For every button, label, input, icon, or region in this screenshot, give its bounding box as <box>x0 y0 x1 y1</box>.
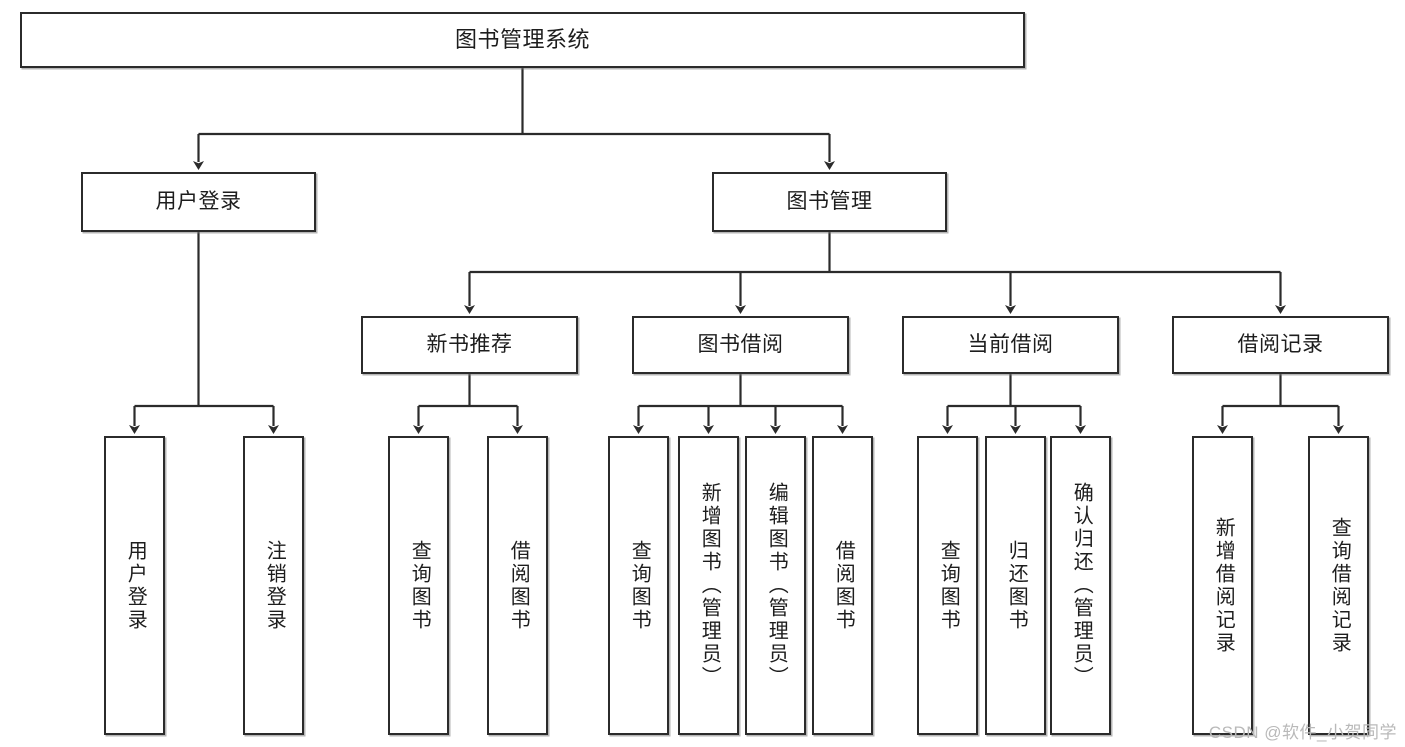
node-leaf-borrow-add[interactable]: 新增图书（管理员） <box>678 436 739 735</box>
node-label: 借阅图书 <box>507 539 530 632</box>
node-borrow-record[interactable]: 借阅记录 <box>1172 316 1389 374</box>
node-label: 查询图书 <box>937 539 960 632</box>
node-current-borrow[interactable]: 当前借阅 <box>902 316 1119 374</box>
node-leaf-cur-confirm[interactable]: 确认归还（管理员） <box>1050 436 1111 735</box>
node-label: 新增借阅记录 <box>1212 516 1235 655</box>
node-label: 用户登录 <box>124 539 147 632</box>
node-user-login[interactable]: 用户登录 <box>81 172 316 232</box>
node-label: 注销登录 <box>263 539 286 632</box>
node-label: 图书借阅 <box>697 332 784 356</box>
node-label: 新增图书（管理员） <box>698 482 721 689</box>
node-label: 借阅图书 <box>832 539 855 632</box>
node-label: 图书管理 <box>786 189 873 213</box>
node-label: 查询图书 <box>628 539 651 632</box>
node-label: 查询借阅记录 <box>1328 516 1351 655</box>
node-leaf-borrow-query[interactable]: 查询图书 <box>608 436 669 735</box>
node-leaf-rec-add[interactable]: 新增借阅记录 <box>1192 436 1253 735</box>
node-leaf-rec-borrow[interactable]: 借阅图书 <box>487 436 548 735</box>
node-book-borrow[interactable]: 图书借阅 <box>632 316 849 374</box>
node-label: 借阅记录 <box>1237 332 1324 356</box>
node-leaf-borrow-lend[interactable]: 借阅图书 <box>812 436 873 735</box>
node-leaf-cur-return[interactable]: 归还图书 <box>985 436 1046 735</box>
node-leaf-rec-query[interactable]: 查询图书 <box>388 436 449 735</box>
node-label: 确认归还（管理员） <box>1070 482 1093 689</box>
node-leaf-user-logout[interactable]: 注销登录 <box>243 436 304 735</box>
node-leaf-cur-query[interactable]: 查询图书 <box>917 436 978 735</box>
node-root[interactable]: 图书管理系统 <box>20 12 1025 68</box>
node-label: 图书管理系统 <box>454 26 590 52</box>
node-label: 编辑图书（管理员） <box>765 482 788 689</box>
node-label: 用户登录 <box>155 189 242 213</box>
node-new-book-rec[interactable]: 新书推荐 <box>361 316 578 374</box>
node-label: 新书推荐 <box>426 332 513 356</box>
node-book-manage[interactable]: 图书管理 <box>712 172 947 232</box>
node-leaf-user-login[interactable]: 用户登录 <box>104 436 165 735</box>
node-label: 当前借阅 <box>967 332 1054 356</box>
node-leaf-borrow-edit[interactable]: 编辑图书（管理员） <box>745 436 806 735</box>
csdn-watermark: CSDN @软件_小贺同学 <box>1208 723 1397 742</box>
node-leaf-rec-search[interactable]: 查询借阅记录 <box>1308 436 1369 735</box>
node-label: 查询图书 <box>408 539 431 632</box>
node-label: 归还图书 <box>1005 539 1028 632</box>
